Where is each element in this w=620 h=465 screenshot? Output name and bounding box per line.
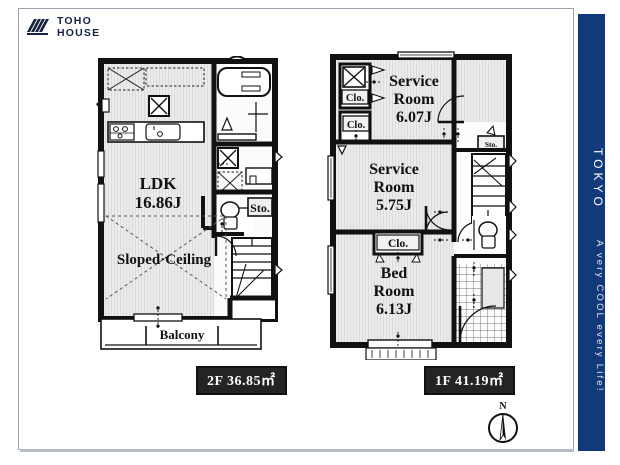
floor1-room-label-service2-l2: Room [374,179,416,196]
side-banner-title: TOKYO [591,148,605,210]
svg-text:N: N [499,401,507,412]
side-banner-tagline: A very COOL every Life! [594,239,605,393]
floor1-room-label-bed-l3: 6.13J [376,301,412,318]
side-banner: TOKYO A very COOL every Life! [578,14,605,451]
floor2-room-label-sloped-ceiling: Sloped·Ceiling [117,252,212,268]
floor2-room-label-ldk-area: 16.86J [135,193,182,212]
north-arrow: N [488,401,518,443]
floor1-room-label-service2-l1: Service [369,161,419,178]
floor2-room-label-ldk: LDK [140,174,178,193]
floor1-storage-label: Sto. [485,140,497,149]
toho-house-logo-mark [27,18,49,35]
floor-plan-2f: Sto. [96,56,294,356]
brand-logo: TOHO HOUSE [26,15,101,39]
floor-plan-1f: Clo. Clo. Service Room 6.07J Sto. [326,50,532,360]
floor1-closet-label-a: Clo. [346,93,365,104]
floor1-room-label-service1-l3: 6.07J [396,109,432,126]
floor1-room-label-service1-l1: Service [389,73,439,90]
floor1-room-label-bed-l1: Bed [381,265,408,282]
floor1-closet-label-b: Clo. [347,120,366,131]
brand-line-2: HOUSE [57,26,101,39]
floor1-room-label-service2-l3: 5.75J [376,197,412,214]
floor2-room-label-balcony: Balcony [160,327,205,342]
area-badge-2f: 2F 36.85㎡ [196,366,287,395]
brand-logo-text: TOHO HOUSE [57,15,101,39]
floor2-room-label-sto: Sto. [250,201,270,215]
area-badge-1f: 1F 41.19㎡ [424,366,515,395]
floor1-room-label-bed-l2: Room [374,283,416,300]
brand-line-1: TOHO [57,15,92,27]
floor1-room-label-service1-l2: Room [394,91,436,108]
floor1-closet-label-c: Clo. [388,238,408,250]
